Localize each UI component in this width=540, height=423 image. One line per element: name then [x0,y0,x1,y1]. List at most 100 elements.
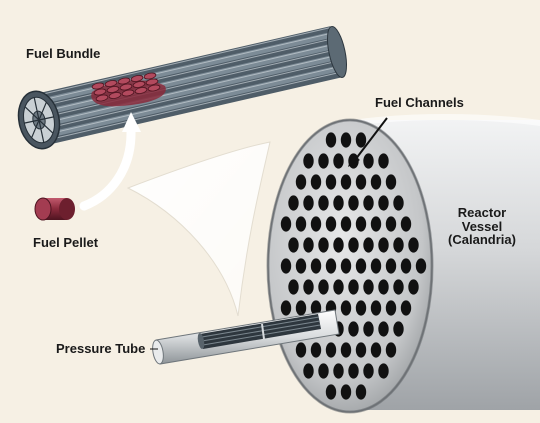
fuel-channel-hole [340,300,352,316]
fuel-channel-hole [340,258,352,274]
reactor-vessel-label-line2: Vessel [461,218,503,234]
pellet-in-rod [91,82,105,90]
pellet-in-rod [108,92,122,99]
fuel-channel-hole [310,342,322,358]
fuel-pellet-icon [34,197,75,221]
fuel-channel-hole [295,300,307,316]
fuel-channel-hole [378,363,389,379]
fuel-channels-label: Fuel Channels [375,95,464,110]
fuel-channel-hole [303,279,314,295]
pellet-in-rod [95,94,109,102]
fuel-rod [32,31,335,107]
fuel-channel-hole [310,174,322,190]
fuel-channel-hole [340,174,352,190]
fuel-channel-hole [295,342,307,358]
fuel-rod [33,37,336,113]
fuel-channel-hole [393,279,404,295]
fuel-channel-hole [318,195,329,211]
fuel-channel-hole [348,363,359,379]
pellet-in-rod [147,84,161,92]
fuel-channel-hole [355,216,367,232]
fuel-channel-hole [363,237,374,253]
bundle-end-cap [326,26,348,78]
fuel-channel-hole [325,384,337,400]
fuel-channel-hole [318,237,329,253]
fuel-channel-hole [295,258,307,274]
reactor-vessel-icon [266,114,540,414]
fuel-channel-hole [303,153,314,169]
fuel-channel-hole [288,279,299,295]
fuel-rod [40,71,344,146]
fuel-channel-hole [325,216,337,232]
reactor-vessel-label: Reactor Vessel (Calandria) [442,206,522,247]
fuel-rod [36,54,340,129]
fuel-channel-hole [333,195,344,211]
fuel-rod-highlight [44,66,339,136]
pellet-in-rod [104,80,118,87]
fuel-channel-hole [370,342,382,358]
fuel-channel-hole [288,195,299,211]
fuel-channel-hole [408,237,419,253]
fuel-channel-hole [370,174,382,190]
fuel-channel-hole [378,237,389,253]
fuel-channel-hole [310,258,322,274]
fuel-rod-highlight [43,60,338,130]
fuel-channel-hole [333,363,344,379]
fuel-channel-hole [325,174,337,190]
fuel-channel-hole [415,258,427,274]
fuel-channel-hole [355,258,367,274]
fuel-channel-hole [355,384,367,400]
fuel-channel-hole [333,279,344,295]
fuel-channel-hole [333,153,344,169]
fuel-channel-hole [348,279,359,295]
fuel-channel-hole [363,153,374,169]
pellet-in-rod [130,75,144,82]
fuel-channel-hole [363,321,374,337]
fuel-rod-highlight [42,55,337,125]
fuel-channel-hole [363,279,374,295]
fuel-channel-hole [370,258,382,274]
fuel-channel-hole [408,279,419,295]
fuel-channel-hole [385,258,397,274]
fuel-channel-hole [280,258,292,274]
fuel-channel-hole [385,216,397,232]
fuel-channel-hole [340,132,352,148]
fuel-channel-hole [325,132,337,148]
fuel-channel-hole [355,174,367,190]
fuel-channel-hole [295,174,307,190]
fuel-channel-hole [370,216,382,232]
fuel-channel-hole [303,237,314,253]
fuel-channel-hole [355,342,367,358]
fuel-channel-hole [318,153,329,169]
fuel-channel-hole [310,216,322,232]
fuel-bundle-label: Fuel Bundle [26,46,101,61]
pellet-in-rod [145,78,159,86]
reactor-vessel-label-line3: (Calandria) [448,232,516,248]
fuel-rod-highlight [38,38,333,108]
fuel-channel-hole [318,363,329,379]
fuel-channel-hole [333,237,344,253]
fuel-channel-hole [378,321,389,337]
fuel-pellet-label: Fuel Pellet [33,235,99,250]
pellet-in-rod [117,77,131,85]
fuel-rod [30,26,334,101]
fuel-channel-hole [393,237,404,253]
pellet-in-rod [134,87,148,94]
pellet-in-rod [121,89,135,97]
fuel-channel-hole [340,216,352,232]
fuel-channel-hole [325,342,337,358]
fuel-channel-hole [310,300,322,316]
fuel-channel-hole [340,342,352,358]
fuel-rod-highlight [45,71,340,141]
pressure-tube-label: Pressure Tube [56,341,146,356]
fuel-bundle-icon [17,26,348,150]
fuel-rod [34,43,338,118]
fuel-rod-highlight [36,27,331,97]
fuel-rod-highlight [40,49,336,119]
fuel-channel-hole [288,237,299,253]
fuel-channel-hole [280,216,292,232]
pellet-in-rod [119,83,133,91]
fuel-channel-hole [400,300,412,316]
